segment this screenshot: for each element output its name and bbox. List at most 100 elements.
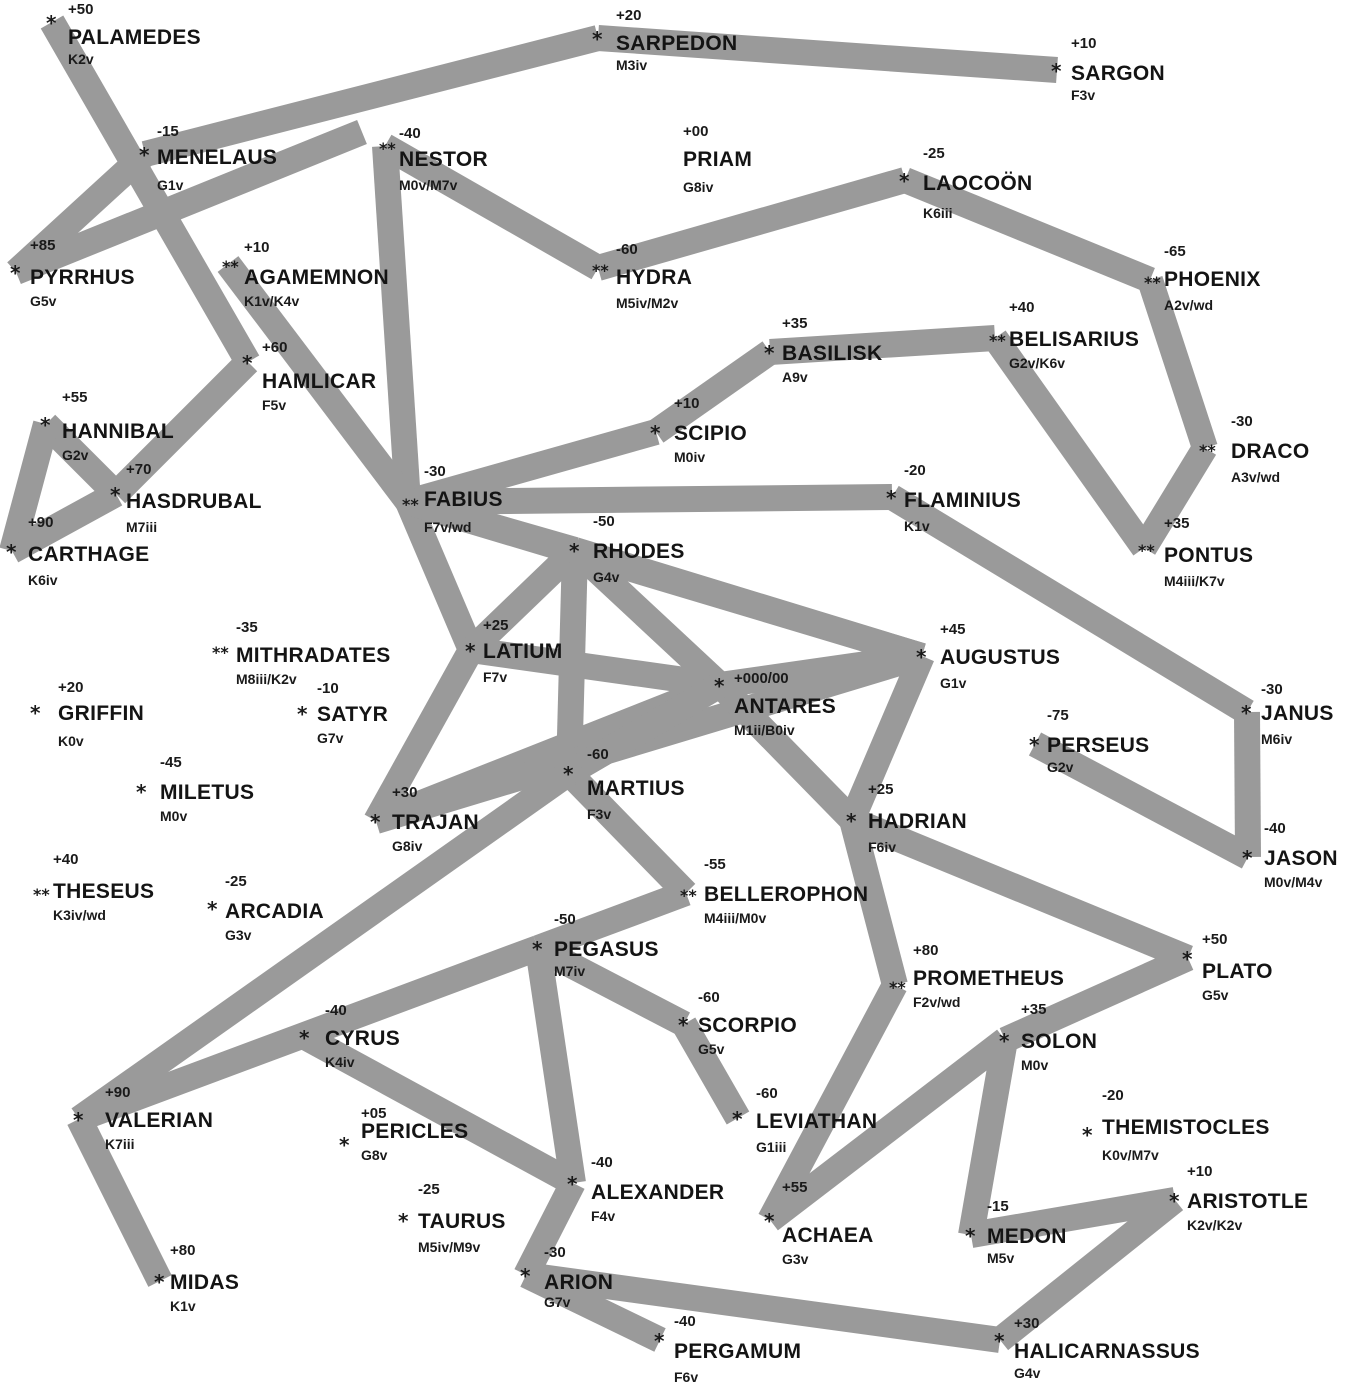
route-pyrrhus-menelaus_e (11, 119, 367, 285)
star-marker: ** (592, 261, 609, 280)
route-scorpio-leviathan (672, 1017, 750, 1125)
system-class: G8iv (683, 179, 714, 195)
system-altitude: -30 (1261, 681, 1283, 698)
star-marker: * (994, 1329, 1005, 1353)
route-augustus-antares (718, 643, 924, 698)
route-laocoon-phoenix (900, 167, 1155, 293)
star-marker: * (242, 351, 253, 375)
star-marker: * (899, 169, 910, 193)
system-name: TRAJAN (392, 811, 479, 834)
system-name: CYRUS (325, 1027, 400, 1050)
star-marker: ** (1144, 273, 1161, 292)
route-rhodes-antares (566, 540, 729, 695)
star-marker: * (299, 1026, 310, 1050)
star-marker: * (764, 1209, 775, 1233)
star-marker: * (73, 1108, 84, 1132)
star-marker: * (136, 780, 147, 804)
star-marker: ** (1199, 441, 1216, 460)
system-name: PLATO (1202, 960, 1273, 983)
star-marker: ** (989, 331, 1006, 350)
system-altitude: -60 (756, 1085, 778, 1102)
system-class: G5v (30, 293, 57, 309)
system-class: K0v/M7v (1102, 1147, 1159, 1163)
star-marker: * (654, 1329, 665, 1353)
system-class: F7v/wd (424, 519, 471, 535)
system-class: F2v/wd (913, 994, 960, 1010)
system-class: G3v (782, 1251, 809, 1267)
system-class: K1v/K4v (244, 293, 299, 309)
system-name: MARTIUS (587, 777, 685, 800)
system-altitude: -60 (587, 746, 609, 763)
star-marker: * (465, 639, 476, 663)
system-class: G2v/K6v (1009, 355, 1065, 371)
system-altitude: -40 (399, 125, 421, 142)
system-name: JANUS (1261, 702, 1334, 725)
system-name: JASON (1264, 847, 1338, 870)
system-name: SCIPIO (674, 422, 747, 445)
system-name: SARPEDON (616, 32, 737, 55)
route-prometheus-achaea (758, 978, 907, 1227)
system-name: DRACO (1231, 440, 1310, 463)
system-name: BELLEROPHON (704, 883, 868, 906)
system-name: AUGUSTUS (940, 646, 1060, 669)
